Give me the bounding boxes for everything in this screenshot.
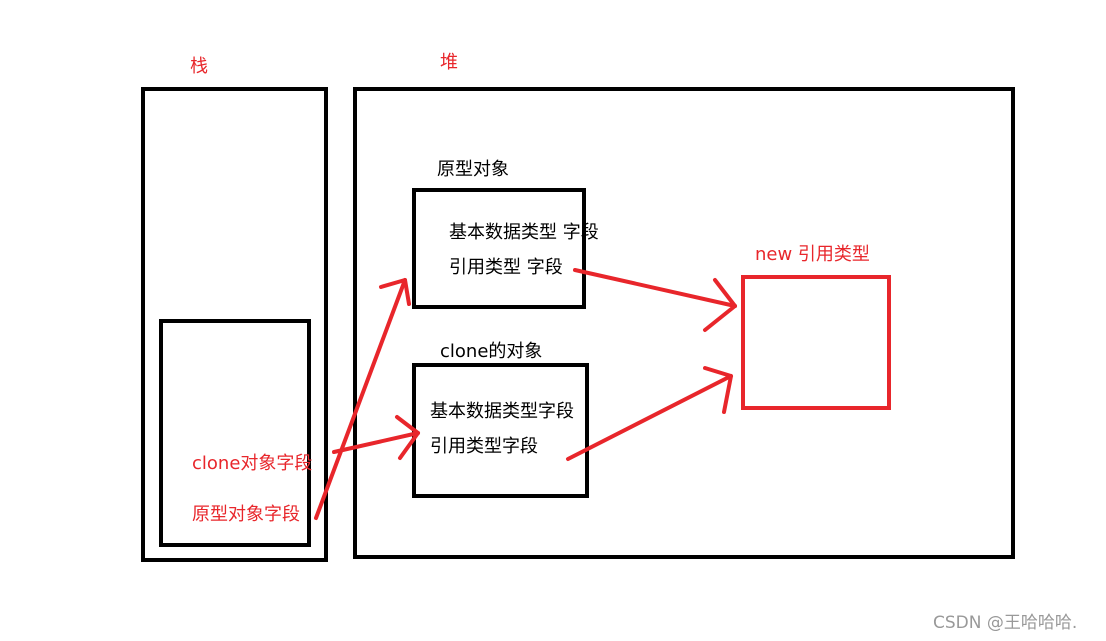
stack-frame <box>159 319 311 547</box>
stack-label: 栈 <box>190 56 208 77</box>
new-reference-label: new 引用类型 <box>755 244 870 265</box>
clone-object-label: clone的对象 <box>440 341 543 362</box>
arrow-prototype-ref-to-new-head <box>703 278 737 332</box>
prototype-primitive-field: 基本数据类型 字段 <box>449 222 599 243</box>
new-reference-box <box>741 275 891 410</box>
arrow-clone-ref-to-new-head <box>703 366 733 414</box>
clone-reference-field: 引用类型字段 <box>430 436 538 457</box>
arrow-prototype-ref-to-new <box>573 268 737 308</box>
arrow-stack-to-clone <box>332 431 420 454</box>
stack-prototype-field: 原型对象字段 <box>192 504 300 525</box>
arrow-stack-to-prototype-head <box>379 278 411 306</box>
heap-region <box>353 87 1015 559</box>
stack-region <box>141 87 328 562</box>
arrow-clone-ref-to-new <box>566 374 733 461</box>
prototype-object-box <box>412 188 586 309</box>
prototype-object-label: 原型对象 <box>437 159 509 180</box>
clone-primitive-field: 基本数据类型字段 <box>430 401 574 422</box>
watermark: CSDN @王哈哈哈. <box>933 613 1078 633</box>
arrow-stack-to-clone-head <box>395 415 420 460</box>
prototype-reference-field: 引用类型 字段 <box>449 257 563 278</box>
arrow-stack-to-prototype <box>314 278 407 520</box>
heap-label: 堆 <box>440 52 458 73</box>
stack-clone-field: clone对象字段 <box>192 453 313 474</box>
